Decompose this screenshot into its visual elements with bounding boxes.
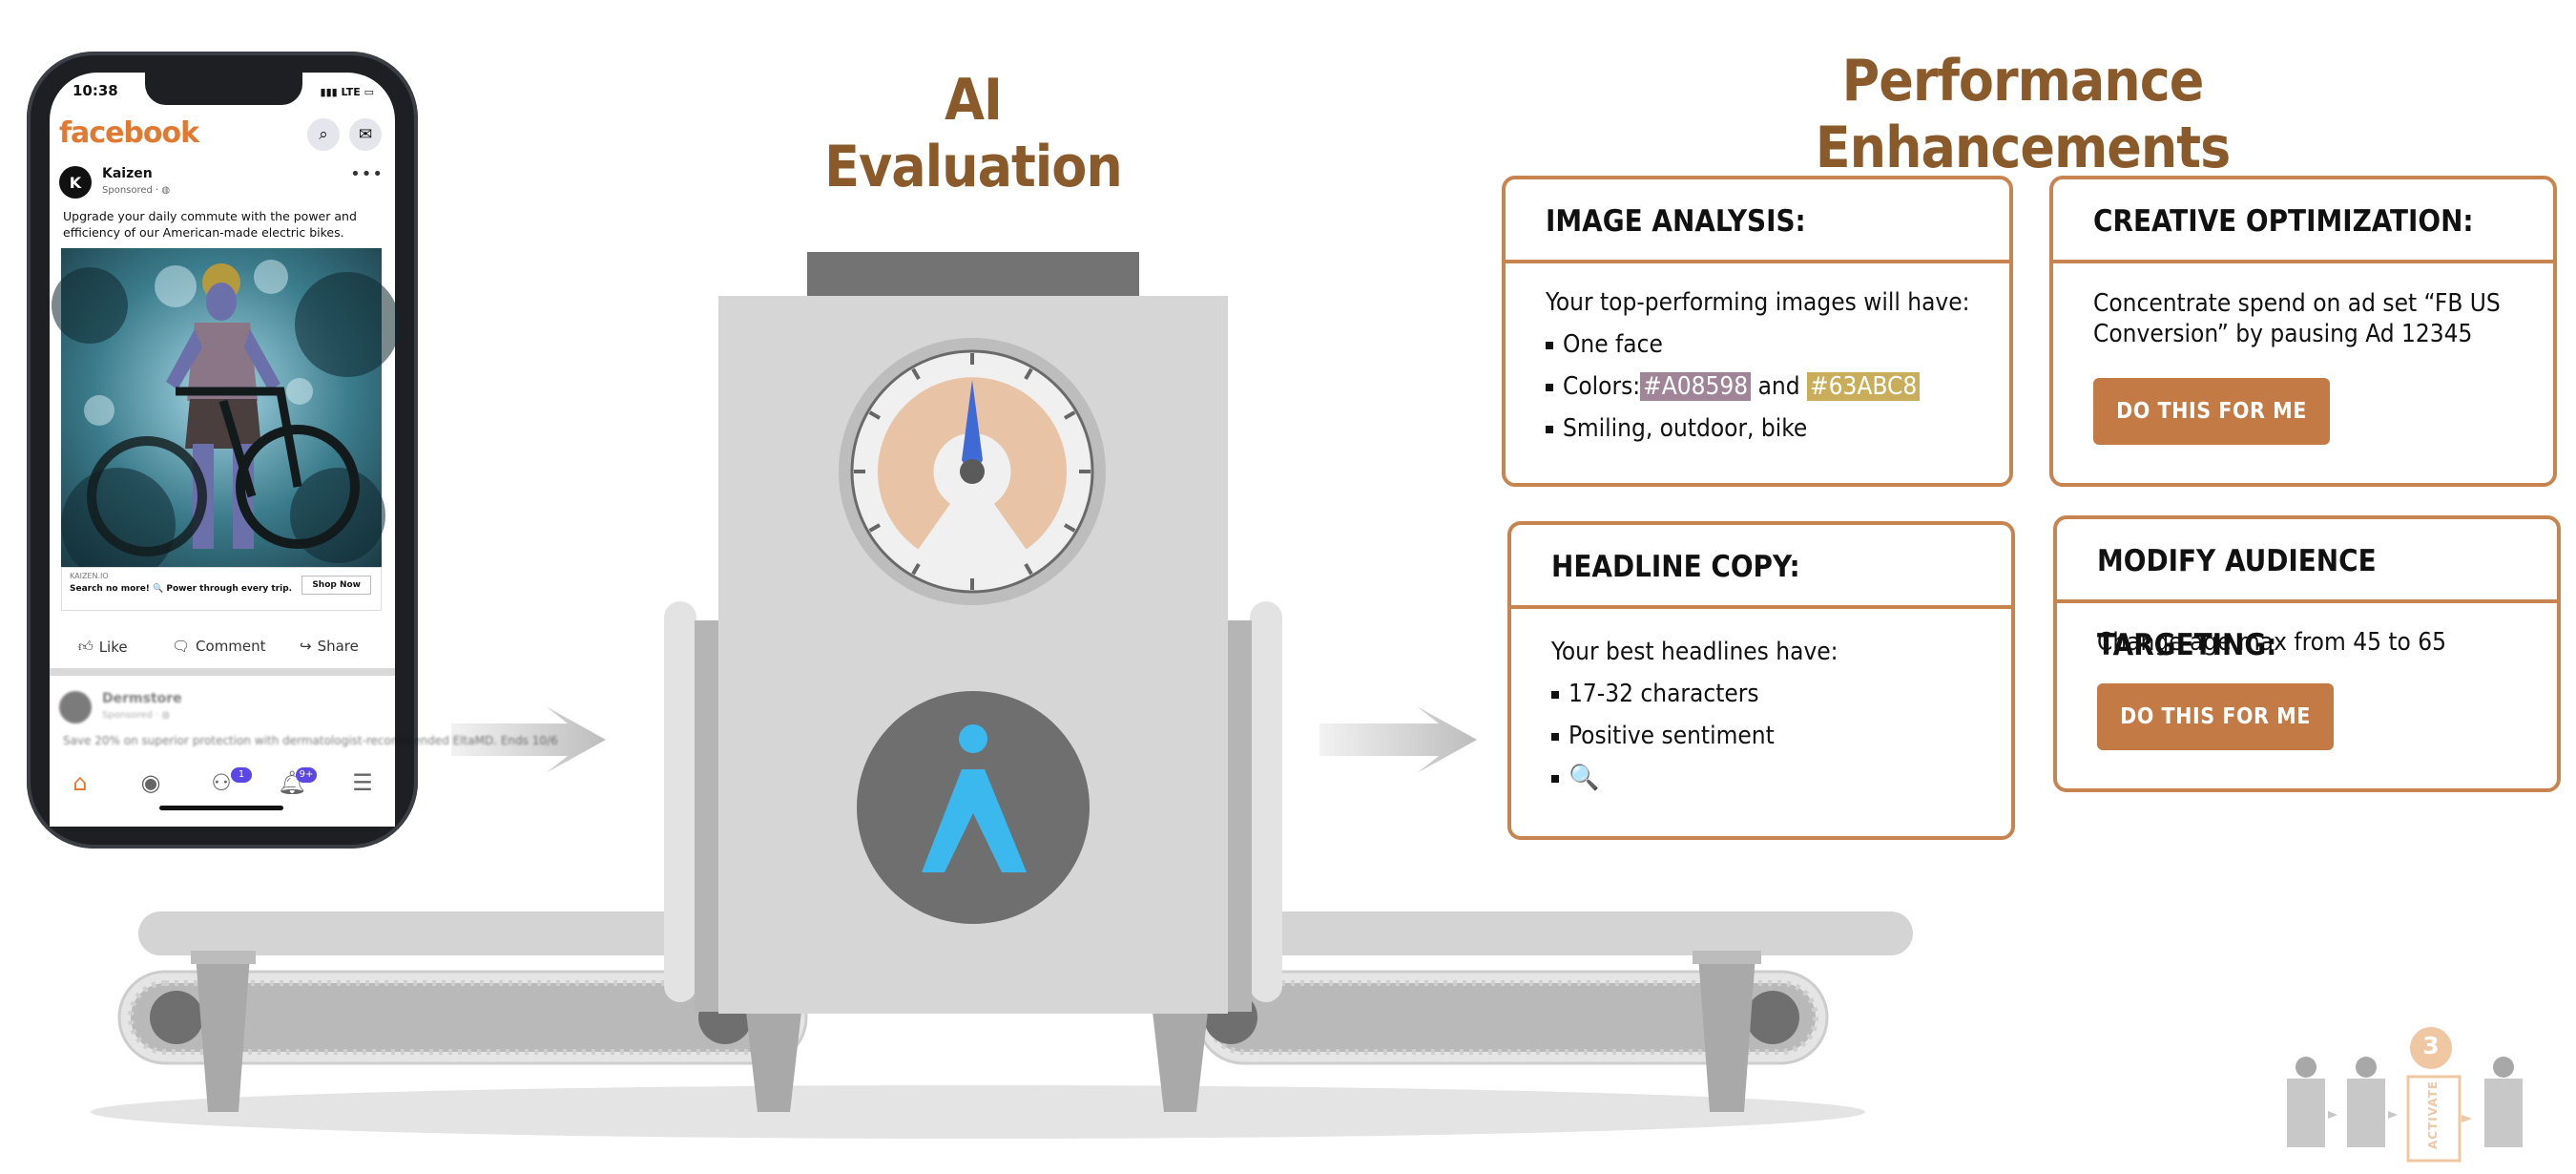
- thumbs-up-icon: 👍︎: [78, 638, 93, 655]
- headline-copy-body: Your best headlines have: 17-32 characte…: [1551, 638, 1992, 806]
- speed-gauge-icon: [839, 338, 1106, 605]
- next-post-blurred: Dermstore Sponsored · ◍ Save 20% on supe…: [50, 676, 558, 760]
- arrow-to-enhancements-icon: [1319, 706, 1477, 773]
- machine-top-block: [807, 252, 1139, 298]
- headline-copy-title: HEADLINE COPY:: [1511, 525, 2011, 609]
- gauge-tick: [868, 523, 882, 533]
- post-author[interactable]: Kaizen: [102, 166, 153, 181]
- image-analysis-intro: Your top-performing images will have:: [1546, 288, 1970, 317]
- search-icon[interactable]: ⌕: [307, 118, 340, 151]
- image-traits: Smiling, outdoor, bike: [1563, 414, 1808, 443]
- bottom-tab-bar: ⌂ ◉ ⚇ 1 🔔︎ 9+ ☰: [50, 760, 395, 827]
- headline-intro: Your best headlines have:: [1551, 638, 1839, 666]
- link-headline: Search no more! 🔍 Power through every tr…: [70, 584, 293, 594]
- messenger-icon[interactable]: ✉: [349, 118, 382, 151]
- gauge-tick: [911, 562, 921, 576]
- audience-targeting-text: Change age max from 45 to 65: [2097, 628, 2447, 657]
- gauge-tick: [911, 367, 921, 381]
- more-options-icon[interactable]: •••: [350, 164, 384, 184]
- battery-icon: ▭: [364, 86, 374, 98]
- ai-logo-icon: [857, 691, 1090, 924]
- audience-targeting-title: MODIFY AUDIENCE TARGETING:: [2057, 519, 2557, 662]
- creative-optimization-text: Concentrate spend on ad set “FB US Conve…: [2093, 289, 2501, 348]
- menu-tab-icon[interactable]: ☰: [352, 769, 373, 796]
- gauge-tick: [1063, 523, 1076, 533]
- image-colors-label: Colors:: [1563, 372, 1641, 401]
- status-network: ▮▮▮ LTE ▭: [320, 86, 374, 98]
- share-icon: ↪: [300, 638, 312, 655]
- step-active-label: ACTIVATE: [2426, 1080, 2440, 1149]
- headline-sentiment: Positive sentiment: [1568, 722, 1775, 750]
- image-analysis-body: Your top-performing images will have: On…: [1546, 288, 1990, 456]
- floor-shadow: [91, 1085, 1865, 1139]
- shop-now-button[interactable]: Shop Now: [301, 576, 371, 595]
- groups-badge: 1: [231, 767, 252, 783]
- feed-separator: [50, 668, 395, 676]
- headline-copy-card: HEADLINE COPY: Your best headlines have:…: [1507, 521, 2015, 840]
- arrow-to-machine-icon: [451, 706, 606, 773]
- phone-notch: [145, 73, 302, 105]
- image-analysis-title: IMAGE ANALYSIS:: [1506, 179, 2009, 263]
- facebook-logo: facebook: [59, 116, 199, 150]
- share-button[interactable]: ↪Share: [300, 638, 359, 655]
- post-avatar[interactable]: K: [59, 166, 92, 199]
- creative-optimization-title: CREATIVE OPTIMIZATION:: [2053, 179, 2553, 263]
- headline-length: 17-32 characters: [1568, 680, 1759, 708]
- step-active-number: 3: [2422, 1032, 2440, 1059]
- audience-do-this-button[interactable]: DO THIS FOR ME: [2097, 683, 2334, 750]
- ad-link-bar[interactable]: KAIZEN.IO Search no more! 🔍 Power throug…: [61, 567, 382, 611]
- home-tab-icon[interactable]: ⌂: [73, 769, 88, 796]
- audience-targeting-card: MODIFY AUDIENCE TARGETING: Change age ma…: [2053, 515, 2561, 792]
- signal-icon: ▮▮▮: [320, 86, 338, 98]
- image-analysis-card: IMAGE ANALYSIS: Your top-performing imag…: [1502, 176, 2013, 487]
- comment-icon: 🗨︎: [172, 638, 191, 655]
- comment-button[interactable]: 🗨︎Comment: [172, 638, 266, 655]
- post-text: Upgrade your daily commute with the powe…: [63, 209, 357, 240]
- image-face-count: One face: [1563, 330, 1663, 359]
- ad-photo-cyclist[interactable]: [52, 248, 400, 582]
- gauge-tick: [868, 410, 882, 420]
- post2-author: Dermstore: [102, 691, 182, 706]
- gauge-tick: [1024, 367, 1033, 381]
- performance-enhancements-title: Performance Enhancements: [1815, 48, 2231, 181]
- post-sponsored-label: Sponsored · ◍: [102, 185, 171, 196]
- home-indicator: [159, 806, 283, 810]
- gauge-tick: [1024, 562, 1033, 576]
- facebook-feed-screen: 10:38 ▮▮▮ LTE ▭ facebook ⌕ ✉ K Kaizen Sp…: [50, 73, 558, 827]
- link-domain: KAIZEN.IO: [70, 572, 109, 580]
- post2-sponsored: Sponsored · ◍: [102, 710, 171, 721]
- headline-emoji-icon: 🔍: [1568, 764, 1600, 792]
- creative-do-this-button[interactable]: DO THIS FOR ME: [2093, 378, 2330, 445]
- like-button[interactable]: 👍︎Like: [78, 638, 128, 656]
- gauge-tick: [1063, 410, 1076, 420]
- right-conveyor: [1195, 912, 1913, 1112]
- status-time: 10:38: [73, 82, 118, 99]
- creative-optimization-card: CREATIVE OPTIMIZATION: Concentrate spend…: [2049, 176, 2557, 487]
- ai-evaluation-title: AI Evaluation: [824, 67, 1123, 200]
- step-progress-indicator: [2287, 1027, 2523, 1163]
- profile-tab-icon[interactable]: ◉: [140, 769, 161, 796]
- color-chip-purple: #A08598: [1640, 372, 1752, 401]
- phone-mockup: 10:38 ▮▮▮ LTE ▭ facebook ⌕ ✉ K Kaizen Sp…: [27, 52, 558, 849]
- post2-avatar: [59, 691, 92, 723]
- notifications-badge: 9+: [296, 767, 317, 783]
- groups-tab-icon[interactable]: ⚇: [211, 769, 232, 796]
- post2-text: Save 20% on superior protection with der…: [63, 734, 558, 747]
- color-chip-gold: #63ABC8: [1807, 372, 1921, 401]
